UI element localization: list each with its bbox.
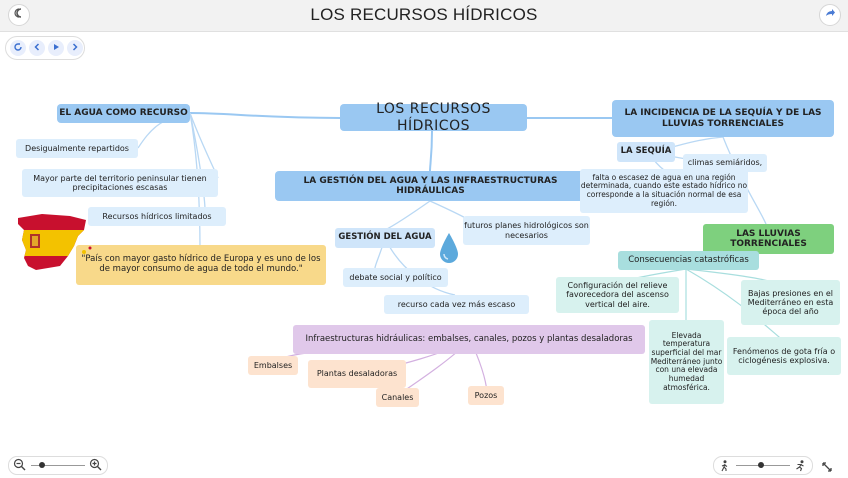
node-canales[interactable]: Canales xyxy=(376,388,419,407)
node-consecuencias-catastroficas[interactable]: Consecuencias catastróficas xyxy=(618,251,759,270)
node-debate-social[interactable]: debate social y político xyxy=(343,268,448,287)
play-button[interactable] xyxy=(48,40,64,56)
refresh-button[interactable] xyxy=(10,40,26,56)
node-pozos[interactable]: Pozos xyxy=(468,386,504,405)
speed-control xyxy=(713,456,813,475)
node-embalses[interactable]: Embalses xyxy=(248,356,298,375)
node-infraestructuras-hidraulicas[interactable]: Infraestructuras hidráulicas: embalses, … xyxy=(293,325,645,354)
node-agua-recurso[interactable]: EL AGUA COMO RECURSO xyxy=(57,104,190,123)
node-plantas-desaladoras[interactable]: Plantas desaladoras xyxy=(308,360,406,388)
presentation-controls xyxy=(5,36,85,60)
next-icon xyxy=(70,39,80,57)
node-gestion-del-agua[interactable]: GESTIÓN DEL AGUA xyxy=(335,228,435,248)
back-button[interactable] xyxy=(8,4,30,26)
node-quote-gasto-hidrico[interactable]: "País con mayor gasto hídrico de Europa … xyxy=(76,245,326,285)
previous-icon xyxy=(32,39,42,57)
refresh-icon xyxy=(13,39,23,57)
zoom-control xyxy=(8,456,108,475)
node-fenomenos-gota-fria[interactable]: Fenómenos de gota fría o ciclogénesis ex… xyxy=(727,337,841,375)
zoom-slider-knob[interactable] xyxy=(39,462,45,468)
zoom-out-icon[interactable] xyxy=(13,458,26,476)
run-icon[interactable] xyxy=(794,459,806,477)
next-button[interactable] xyxy=(67,40,83,56)
speed-slider-knob[interactable] xyxy=(758,462,764,468)
node-recursos-limitados[interactable]: Recursos hídricos limitados xyxy=(88,207,226,226)
node-elevada-temperatura[interactable]: Elevada temperatura superficial del mar … xyxy=(649,320,724,404)
node-mayor-parte-territorio[interactable]: Mayor parte del territorio peninsular ti… xyxy=(22,169,218,197)
node-lluvias-torrenciales[interactable]: LAS LLUVIAS TORRENCIALES xyxy=(703,224,834,254)
back-icon xyxy=(13,6,25,24)
node-incidencia-sequia[interactable]: LA INCIDENCIA DE LA SEQUÍA Y DE LAS LLUV… xyxy=(612,100,834,137)
share-icon xyxy=(824,6,836,24)
page-title: LOS RECURSOS HÍDRICOS xyxy=(310,5,538,24)
spain-flag-map-image xyxy=(12,212,94,276)
node-configuracion-relieve[interactable]: Configuración del relieve favorecedora d… xyxy=(556,277,679,313)
play-icon xyxy=(51,39,61,57)
node-desigualmente-repartidos[interactable]: Desigualmente repartidos xyxy=(16,139,138,158)
node-la-sequia[interactable]: LA SEQUÍA xyxy=(617,142,675,162)
share-button[interactable] xyxy=(819,4,841,26)
node-climas-semiaridos[interactable]: climas semiáridos, xyxy=(683,154,767,172)
node-gestion-agua-infraestructuras[interactable]: LA GESTIÓN DEL AGUA Y LAS INFRAESTRUCTUR… xyxy=(275,171,586,201)
zoom-slider-track[interactable] xyxy=(31,465,85,466)
node-bajas-presiones[interactable]: Bajas presiones en el Mediterráneo en es… xyxy=(741,280,840,325)
previous-button[interactable] xyxy=(29,40,45,56)
main-topic[interactable]: LOS RECURSOS HÍDRICOS xyxy=(340,101,527,134)
zoom-in-icon[interactable] xyxy=(89,458,102,476)
walk-icon[interactable] xyxy=(719,459,730,477)
node-falta-escasez[interactable]: falta o escasez de agua en una región de… xyxy=(580,169,748,213)
fullscreen-icon[interactable] xyxy=(821,460,833,478)
node-futuros-planes[interactable]: futuros planes hidrológicos son necesari… xyxy=(463,216,590,245)
water-drop-icon xyxy=(438,232,460,264)
node-recurso-escaso[interactable]: recurso cada vez más escaso xyxy=(384,295,529,314)
title-bar: LOS RECURSOS HÍDRICOS xyxy=(0,0,848,32)
